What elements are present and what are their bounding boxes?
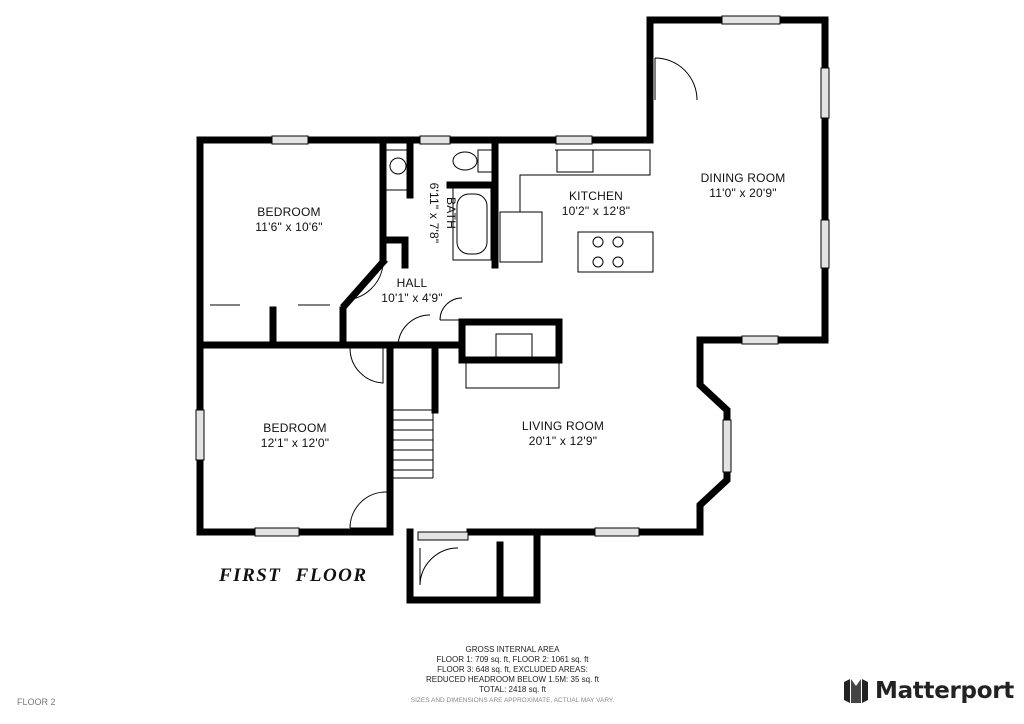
- brand-logo: Matterport: [843, 678, 1014, 704]
- window: [594, 527, 640, 537]
- window: [722, 419, 732, 473]
- burner-icon: [612, 256, 624, 268]
- floor-title: FIRST FLOOR: [219, 565, 368, 586]
- sink-icon: [384, 149, 411, 191]
- room-name: HALL: [397, 276, 428, 290]
- hall-diagonal-wall: [340, 257, 388, 310]
- window: [820, 219, 830, 269]
- floor-tab[interactable]: FLOOR 2: [17, 697, 56, 707]
- room-dims: 20'1" x 12'9": [529, 434, 597, 448]
- room-dims: 6'11" x 7'8": [427, 183, 441, 244]
- disclaimer: SIZES AND DIMENSIONS ARE APPROXIMATE, AC…: [410, 697, 615, 704]
- doors: [210, 57, 698, 586]
- stove-island: [577, 231, 654, 273]
- tub-basin-icon: [456, 193, 488, 255]
- fireplace-chimney: [458, 318, 563, 364]
- room-name: LIVING ROOM: [522, 419, 604, 433]
- firebox: [495, 333, 533, 359]
- exterior-wall: [466, 16, 829, 536]
- area-line: GROSS INTERNAL AREA: [465, 645, 560, 654]
- window: [417, 531, 469, 541]
- area-line: FLOOR 1: 709 sq. ft, FLOOR 2: 1061 sq. f…: [436, 655, 589, 664]
- walls: [196, 16, 829, 604]
- room-name: DINING ROOM: [701, 171, 786, 185]
- room-dims: 11'6" x 10'6": [255, 220, 323, 234]
- brand-name: Matterport: [875, 678, 1014, 704]
- window: [555, 135, 593, 145]
- room-name: KITCHEN: [569, 189, 623, 203]
- door-swing: [349, 491, 388, 529]
- door-swing: [419, 547, 459, 586]
- door-swing: [439, 297, 463, 321]
- room-labels: BEDROOM 11'6" x 10'6" BATH 6'11" x 7'8" …: [255, 171, 785, 450]
- window: [741, 335, 779, 345]
- window: [419, 135, 451, 145]
- basin-icon: [389, 157, 407, 175]
- windows: [195, 15, 830, 541]
- door-swing: [654, 57, 698, 101]
- room-dims: 10'2" x 12'8": [562, 204, 630, 218]
- room-dims: 12'1" x 12'0": [261, 436, 329, 450]
- room-dims: 10'1" x 4'9": [381, 291, 443, 305]
- matterport-logo-icon: [844, 679, 868, 703]
- burner-icon: [592, 256, 604, 268]
- hearth: [465, 359, 560, 389]
- area-line: TOTAL: 2418 sq. ft: [479, 685, 546, 694]
- door-swing: [349, 347, 384, 384]
- toilet-bowl-icon: [452, 151, 478, 171]
- kitchen-sink-icon: [556, 149, 594, 173]
- room-name: BATH: [444, 197, 458, 229]
- bathtub-icon: [452, 187, 492, 261]
- room-name: BEDROOM: [263, 421, 326, 435]
- area-summary: GROSS INTERNAL AREA FLOOR 1: 709 sq. ft,…: [390, 645, 635, 706]
- window: [721, 15, 781, 25]
- room-name: BEDROOM: [257, 205, 320, 219]
- door-swing: [397, 314, 431, 346]
- entry-vestibule-wall: [406, 528, 541, 604]
- burner-icon: [592, 236, 604, 248]
- window: [195, 409, 205, 461]
- window: [820, 67, 830, 119]
- door-swing: [345, 264, 384, 345]
- fridge-icon: [499, 211, 543, 263]
- fixtures: [384, 149, 654, 479]
- window: [271, 135, 309, 145]
- staircase: [392, 409, 434, 479]
- toilet-tank-icon: [477, 149, 493, 173]
- area-line: REDUCED HEADROOM BELOW 1.5M: 35 sq. ft: [426, 675, 599, 684]
- window: [254, 527, 300, 537]
- area-line: FLOOR 3: 648 sq. ft, EXCLUDED AREAS:: [437, 665, 588, 674]
- burner-icon: [612, 236, 624, 248]
- room-dims: 11'0" x 20'9": [709, 186, 777, 200]
